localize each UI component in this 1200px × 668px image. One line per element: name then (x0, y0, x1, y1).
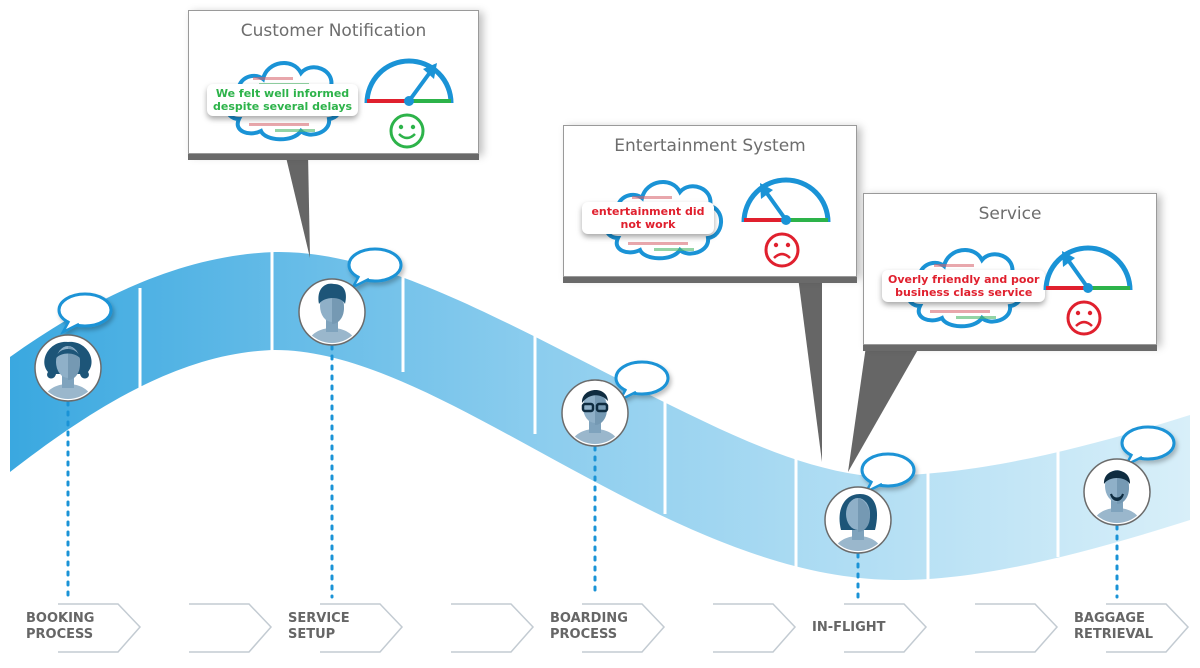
stage-chevron-blank-2[interactable] (451, 603, 535, 653)
callout-title: Entertainment System (614, 136, 806, 156)
stage-chevron-blank-3[interactable] (713, 603, 797, 653)
speech-bubble-icon[interactable] (347, 247, 403, 290)
avatar (34, 334, 102, 402)
stage-chevron-baggage[interactable] (1106, 603, 1190, 653)
speech-bubble-icon[interactable] (57, 292, 113, 335)
callout-pointer (848, 346, 920, 472)
callout-pointers (285, 153, 920, 472)
callout-service: Service Overly friendly and poor busines… (863, 193, 1157, 345)
persona-baggage[interactable] (1083, 425, 1176, 599)
stage-chevron-blank-4[interactable] (975, 603, 1059, 653)
avatar (298, 278, 366, 346)
persona-in-flight[interactable] (824, 452, 916, 599)
sentiment-gauge-icon (741, 177, 831, 225)
callout-title: Customer Notification (240, 21, 427, 41)
smiley-icon (389, 113, 425, 149)
avatar (824, 486, 892, 554)
persona-service-setup[interactable] (298, 247, 403, 599)
avatar (561, 379, 629, 447)
personas (34, 247, 1176, 599)
stage-chevron-blank-1[interactable] (189, 603, 273, 653)
stage-chevrons (58, 603, 1190, 653)
customer-quote: We felt well informed despite several de… (207, 84, 359, 116)
avatar (1083, 458, 1151, 526)
callout-pointer (285, 153, 310, 258)
frown-icon (764, 232, 800, 268)
sentiment-gauge-icon (364, 58, 454, 106)
callout-entertainment-system: Entertainment System entertainment did n… (563, 125, 857, 277)
customer-quote: entertainment did not work (582, 202, 714, 234)
callout-pointer (798, 277, 822, 462)
stage-chevron-in-flight[interactable] (844, 603, 928, 653)
stage-chevron-service-setup[interactable] (320, 603, 404, 653)
stage-chevron-boarding[interactable] (582, 603, 666, 653)
persona-boarding[interactable] (561, 360, 670, 599)
stage-dividers (138, 250, 1060, 582)
stage-label-in-flight: IN-FLIGHT (812, 620, 886, 635)
callout-title: Service (978, 204, 1042, 224)
stage-chevron-booking[interactable] (58, 603, 142, 653)
sentiment-gauge-icon (1043, 245, 1133, 293)
speech-bubble-icon[interactable] (1120, 425, 1176, 468)
callout-customer-notification: Customer Notification We felt well infor… (188, 10, 479, 154)
persona-booking[interactable] (34, 292, 113, 599)
frown-icon (1066, 300, 1102, 336)
customer-quote: Overly friendly and poor business class … (882, 270, 1046, 302)
speech-bubble-icon[interactable] (614, 360, 670, 403)
